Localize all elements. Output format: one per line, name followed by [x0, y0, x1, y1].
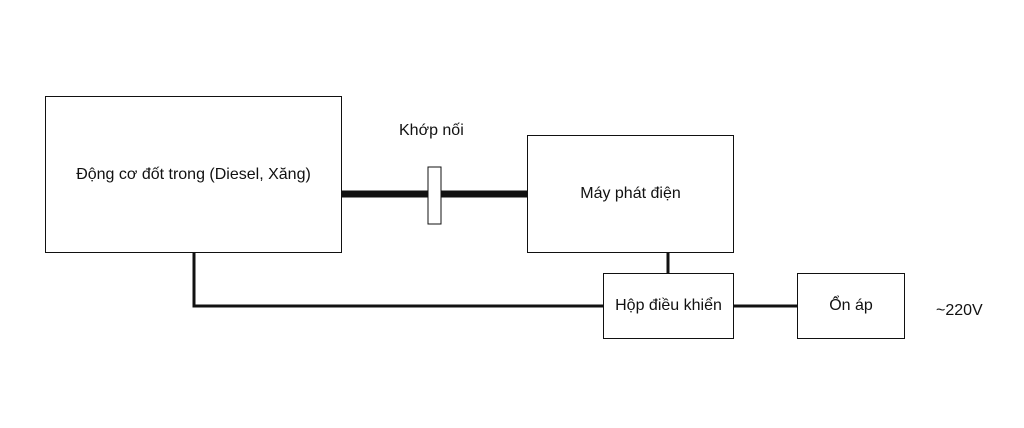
generator-box: Máy phát điện [527, 135, 734, 253]
coupling-label: Khớp nối [399, 122, 464, 139]
output-voltage-label: ~220V [936, 302, 983, 319]
generator-label: Máy phát điện [580, 185, 681, 202]
engine-label: Động cơ đốt trong (Diesel, Xăng) [76, 165, 311, 183]
controller-box: Hộp điều khiển [603, 273, 734, 339]
coupling-block [427, 166, 442, 225]
controller-label: Hộp điều khiển [615, 297, 722, 314]
stabilizer-box: Ổn áp [797, 273, 905, 339]
engine-box: Động cơ đốt trong (Diesel, Xăng) [45, 96, 342, 253]
stabilizer-label: Ổn áp [829, 297, 873, 314]
engine-controller-line [192, 253, 604, 308]
